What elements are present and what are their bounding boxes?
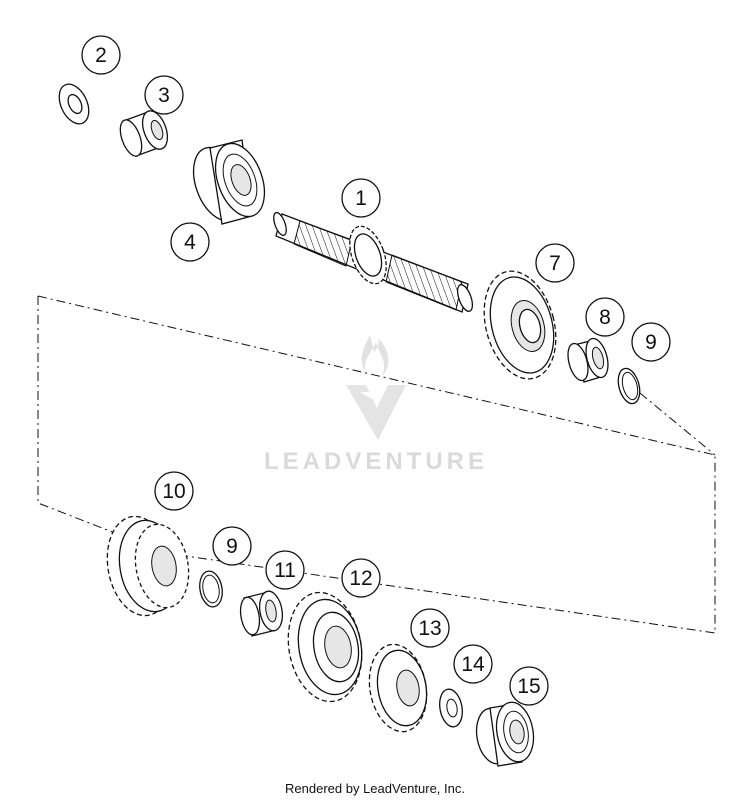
assembly-guide-line-3 [639, 392, 716, 456]
part-8-needle-bearing [567, 337, 609, 383]
svg-text:1: 1 [355, 187, 367, 210]
svg-text:2: 2 [95, 44, 107, 67]
svg-text:15: 15 [517, 675, 540, 698]
part-3-bushing [119, 110, 169, 157]
svg-text:11: 11 [274, 559, 296, 582]
svg-text:8: 8 [599, 306, 611, 329]
callout-2: 2 [81, 35, 121, 75]
callout-9-upper: 9 [631, 322, 671, 362]
callout-10: 10 [154, 471, 194, 511]
part-11-needle-bearing [239, 590, 284, 637]
part-15-bearing [475, 701, 535, 767]
part-7-gear [483, 270, 557, 380]
footer-credit: Rendered by LeadVenture, Inc. [285, 781, 465, 796]
svg-text:14: 14 [461, 653, 485, 676]
callout-13: 13 [410, 608, 450, 648]
svg-text:9: 9 [226, 535, 238, 558]
callout-9-lower: 9 [212, 526, 252, 566]
part-4-bearing [192, 139, 266, 225]
callout-8: 8 [585, 297, 625, 337]
callout-7: 7 [535, 243, 575, 283]
part-9-circlip-lower [199, 570, 223, 608]
assembly-guide-line-2 [37, 295, 716, 634]
part-13-gear [368, 643, 428, 733]
svg-text:9: 9 [645, 331, 657, 354]
part-9-circlip-upper [617, 367, 641, 405]
callout-15: 15 [509, 666, 549, 706]
callout-11: 11 [265, 550, 305, 590]
part-14-washer [439, 688, 463, 728]
assembly-guide-line [37, 296, 121, 536]
svg-text:7: 7 [549, 252, 561, 275]
svg-text:12: 12 [349, 567, 372, 590]
callout-3: 3 [144, 75, 184, 115]
part-1-main-shaft [273, 211, 474, 313]
callout-1: 1 [341, 178, 381, 218]
callout-4: 4 [170, 222, 210, 262]
callout-14: 14 [453, 644, 493, 684]
svg-text:4: 4 [184, 231, 196, 254]
svg-text:3: 3 [158, 84, 170, 107]
svg-text:13: 13 [418, 617, 441, 640]
watermark-text: LEADVENTURE [264, 448, 488, 475]
part-12-gear [287, 591, 363, 703]
leadventure-watermark: LEADVENTURE [264, 335, 488, 475]
svg-text:10: 10 [162, 480, 185, 503]
callout-12: 12 [341, 558, 381, 598]
part-10-gear [106, 515, 190, 617]
part-2-washer [58, 83, 90, 125]
